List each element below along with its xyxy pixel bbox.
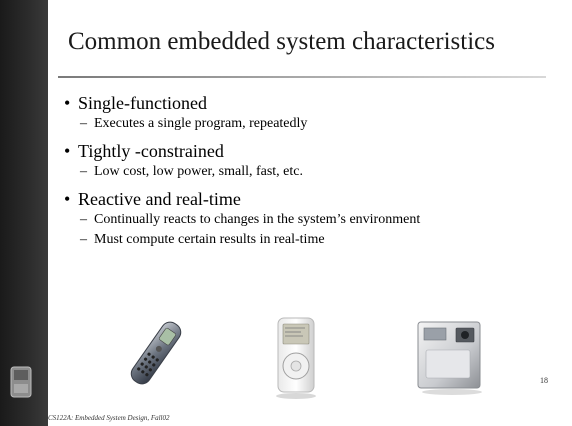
sub-bullet-glyph: – (80, 232, 87, 247)
slide-sidebar (0, 0, 48, 426)
bullet-list: •Single-functioned –Executes a single pr… (64, 92, 564, 250)
bullet-item: • Tightly -constrained (64, 140, 564, 162)
sub-bullet-glyph: – (80, 116, 87, 131)
bullet-label: Single-functioned (78, 93, 207, 113)
sub-bullet-item: –Must compute certain results in real-ti… (80, 230, 564, 250)
sub-bullet-glyph: – (80, 164, 87, 179)
bullet-glyph: • (64, 189, 71, 209)
bullet-item: • Reactive and real-time (64, 188, 564, 210)
cell-phone-image (130, 321, 182, 385)
digital-camera-image (417, 321, 482, 395)
sub-bullet-glyph: – (80, 212, 87, 227)
sub-bullet-label: Executes a single program, repeatedly (94, 116, 308, 131)
sub-bullet-item: –Low cost, low power, small, fast, etc. (80, 162, 564, 182)
sub-bullet-label: Continually reacts to changes in the sys… (94, 212, 421, 227)
slide-title: Common embedded system characteristics (68, 28, 495, 55)
sub-bullet-label: Low cost, low power, small, fast, etc. (94, 164, 304, 179)
sub-bullet-item: –Executes a single program, repeatedly (80, 114, 564, 134)
title-divider (58, 76, 546, 78)
sub-bullet-item: –Continually reacts to changes in the sy… (80, 210, 564, 230)
bullet-label: Reactive and real-time (78, 189, 241, 209)
bullet-item: • Single-functioned (64, 92, 564, 114)
slide-footer: CS122A: Embedded System Design, Fall02 (48, 414, 170, 422)
bullet-label: Tightly -constrained (78, 141, 224, 161)
bullet-glyph: • (64, 93, 71, 113)
sidebar-device-image (10, 366, 32, 398)
page-number: 18 (540, 376, 548, 385)
bullet-glyph: • (64, 141, 71, 161)
sub-bullet-label: Must compute certain results in real-tim… (94, 232, 325, 247)
mp3-player-image (276, 317, 316, 399)
